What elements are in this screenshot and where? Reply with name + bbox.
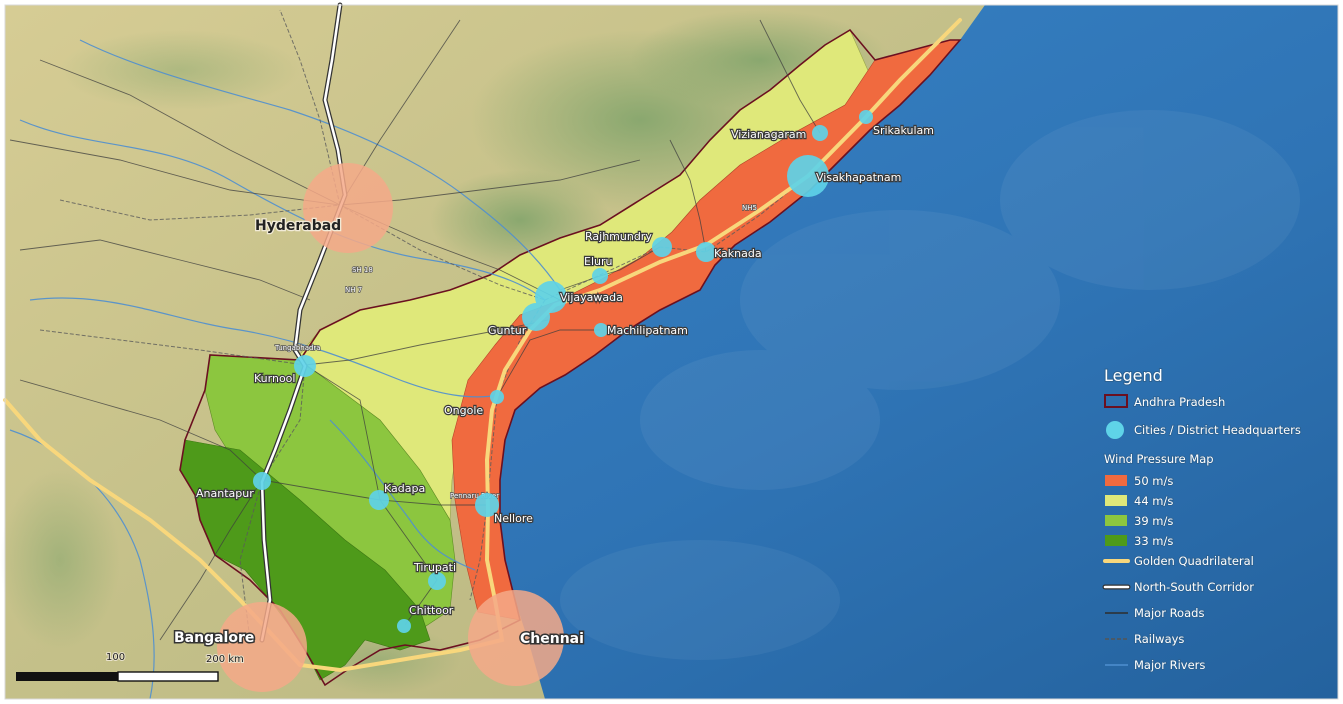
major-rivers (9, 39, 561, 700)
svg-text:NH5: NH5 (742, 204, 757, 212)
city-label-ongole: Ongole (444, 404, 483, 417)
city-label-rajhmundry: Rajhmundry (585, 230, 652, 243)
legend-label-major-rivers: Major Rivers (1134, 658, 1205, 672)
city-marker-kaknada[interactable] (696, 242, 716, 262)
legend-swatch-wind-39 (1105, 515, 1127, 526)
city-marker-rajhmundry[interactable] (652, 237, 672, 257)
metro-marker-hyderabad[interactable] (303, 163, 393, 253)
legend-label-golden-quadrilateral: Golden Quadrilateral (1134, 554, 1254, 568)
legend-label-wind-33: 33 m/s (1134, 534, 1173, 548)
city-label-kadapa: Kadapa (384, 482, 425, 495)
city-marker-anantapur[interactable] (253, 472, 271, 490)
city-label-tirupati: Tirupati (413, 561, 456, 574)
city-marker-guntur[interactable] (522, 303, 550, 331)
scale-mid-label: 100 (106, 652, 125, 663)
legend-label-north-south-corridor: North-South Corridor (1134, 580, 1254, 594)
city-label-vijayawada: Vijayawada (560, 291, 623, 304)
map-frame (4, 4, 1339, 700)
city-marker-ongole[interactable] (490, 390, 504, 404)
city-label-nellore: Nellore (494, 512, 533, 525)
city-marker-eluru[interactable] (592, 268, 608, 284)
scale-segment-white (117, 671, 219, 682)
legend-label-wind-44: 44 m/s (1134, 494, 1173, 508)
legend-label-wind-50: 50 m/s (1134, 474, 1173, 488)
legend-label-wind-title: Wind Pressure Map (1104, 452, 1214, 466)
metro-markers (217, 163, 564, 692)
metro-label-hyderabad: Hyderabad (255, 218, 341, 234)
metro-marker-chennai[interactable] (468, 590, 564, 686)
city-label-machilipatnam: Machilipatnam (607, 324, 688, 337)
metro-marker-bangalore[interactable] (217, 602, 307, 692)
legend-swatch-andhra-pradesh (1104, 394, 1128, 408)
svg-text:Tungabhadra: Tungabhadra (274, 344, 321, 352)
city-label-srikakulam: Srikakulam (873, 124, 934, 137)
legend-label-wind-39: 39 m/s (1134, 514, 1173, 528)
metro-label-bangalore: Bangalore (174, 630, 254, 646)
metro-label-chennai: Chennai (520, 631, 584, 647)
city-labels: Srikakulam Vizianagaram Visakhapatnam Ra… (195, 123, 935, 618)
svg-text:NH 7: NH 7 (345, 286, 362, 294)
city-label-chittoor: Chittoor (409, 604, 454, 617)
legend: Legend Andhra Pradesh Cities / District … (1102, 365, 1302, 673)
city-label-visakhapatnam: Visakhapatnam (816, 171, 901, 184)
legend-label-cities: Cities / District Headquarters (1134, 423, 1301, 437)
svg-text:Pennaru River: Pennaru River (450, 492, 499, 500)
scale-end-label: 200 km (206, 654, 244, 665)
city-marker-visakhapatnam[interactable] (787, 155, 829, 197)
city-marker-tirupati[interactable] (428, 572, 446, 590)
legend-swatch-wind-50 (1105, 475, 1127, 486)
legend-swatch-wind-33 (1105, 535, 1127, 546)
city-marker-srikakulam[interactable] (859, 110, 873, 124)
city-marker-kadapa[interactable] (369, 490, 389, 510)
legend-label-andhra-pradesh: Andhra Pradesh (1134, 395, 1225, 409)
city-marker-vizianagaram[interactable] (812, 125, 828, 141)
legend-swatch-wind-44 (1105, 495, 1127, 506)
city-label-vizianagaram: Vizianagaram (731, 128, 806, 141)
legend-label-railways: Railways (1134, 632, 1184, 646)
metro-labels: Hyderabad Bangalore Chennai (173, 217, 586, 649)
legend-label-major-roads: Major Roads (1134, 606, 1204, 620)
road-labels: NH 7 SH 18 NH5 Pennaru River Tungabhadra (273, 203, 757, 500)
city-label-kaknada: Kaknada (714, 247, 762, 260)
city-label-anantapur: Anantapur (196, 487, 254, 500)
city-marker-nellore[interactable] (475, 493, 499, 517)
city-markers (253, 110, 873, 633)
legend-title: Legend (1104, 366, 1163, 385)
legend-swatch-cities (1106, 421, 1124, 439)
city-marker-chittoor[interactable] (397, 619, 411, 633)
city-label-guntur: Guntur (488, 324, 527, 337)
svg-text:SH 18: SH 18 (352, 266, 373, 274)
city-label-eluru: Eluru (584, 255, 612, 268)
north-south-corridor-fill (260, 3, 347, 642)
city-marker-kurnool[interactable] (294, 355, 316, 377)
scale-segment-black (16, 672, 118, 681)
sea-texture (560, 110, 1300, 660)
city-marker-machilipatnam[interactable] (594, 323, 608, 337)
city-label-kurnool: Kurnool (254, 372, 295, 385)
scale-bar: 100 200 km (16, 651, 245, 682)
